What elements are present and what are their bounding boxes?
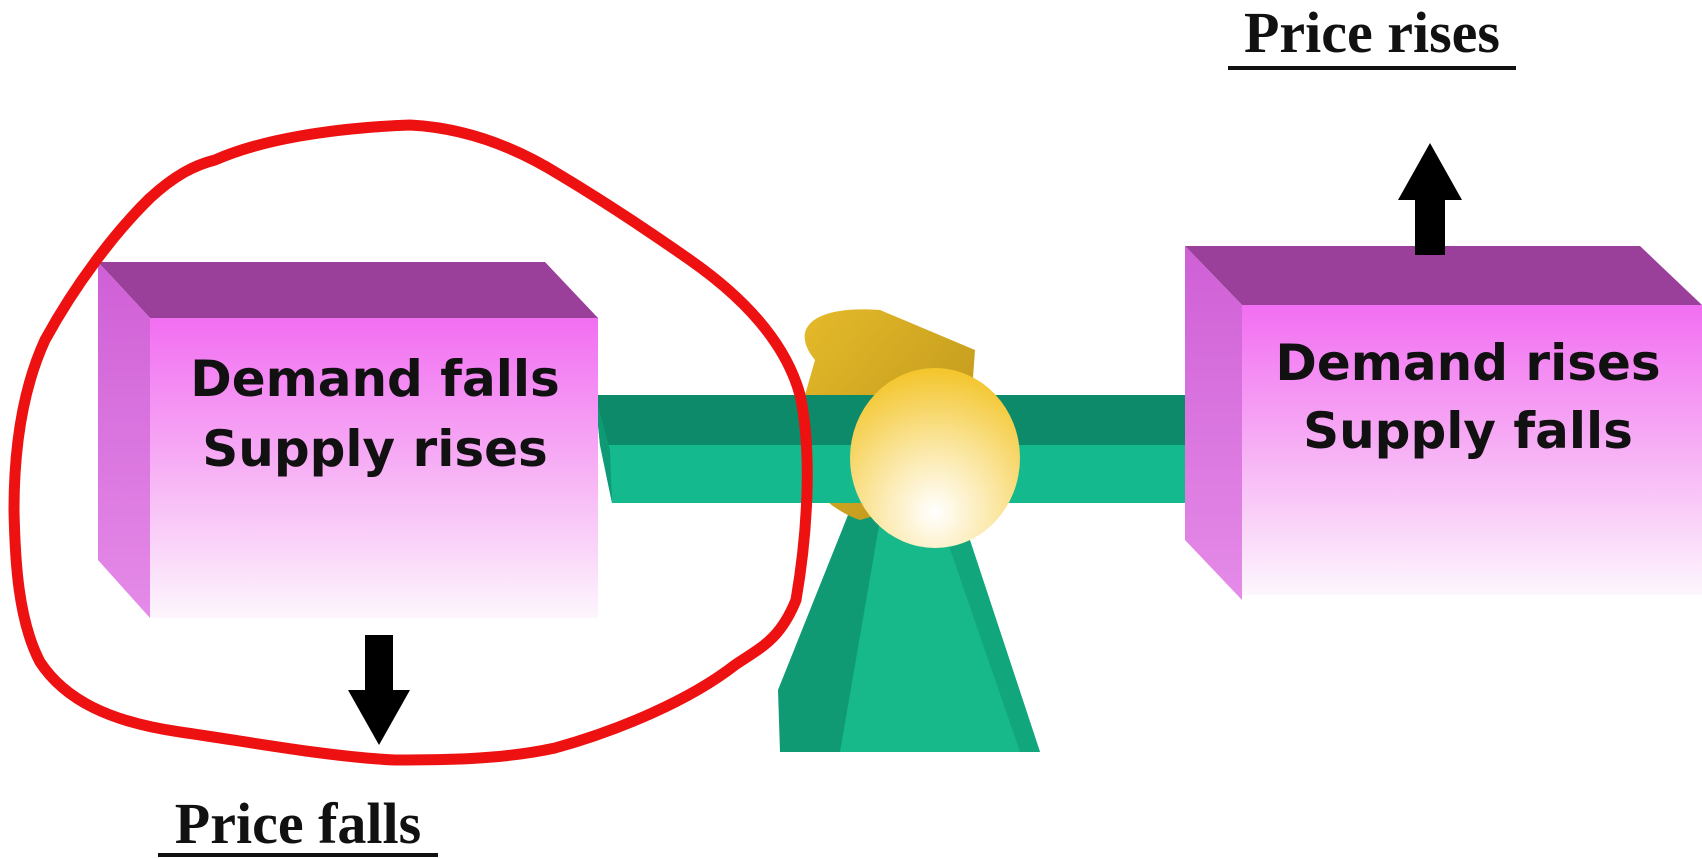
arrow-up-icon bbox=[1398, 143, 1462, 255]
right-box: Demand rises Supply falls bbox=[1185, 246, 1702, 600]
right-box-face bbox=[1242, 305, 1702, 595]
right-box-line2: Supply falls bbox=[1303, 402, 1633, 460]
left-box-line2: Supply rises bbox=[202, 420, 548, 478]
price-rises-text: Price rises bbox=[1244, 0, 1500, 65]
arrow-down-icon bbox=[348, 635, 410, 745]
left-box-top bbox=[98, 262, 598, 318]
left-box-face bbox=[150, 318, 598, 618]
fulcrum bbox=[778, 510, 1040, 752]
price-falls-label: Price falls bbox=[158, 791, 438, 857]
right-box-side bbox=[1185, 246, 1242, 600]
right-box-line1: Demand rises bbox=[1275, 334, 1660, 392]
price-rises-label: Price rises bbox=[1228, 0, 1516, 70]
right-box-top bbox=[1185, 246, 1702, 305]
price-falls-text: Price falls bbox=[175, 791, 421, 856]
left-box-side bbox=[98, 262, 150, 618]
red-circle-annotation bbox=[8, 119, 813, 766]
left-box-line1: Demand falls bbox=[190, 350, 560, 408]
pivot-face bbox=[850, 368, 1020, 548]
left-box: Demand falls Supply rises bbox=[98, 262, 598, 618]
